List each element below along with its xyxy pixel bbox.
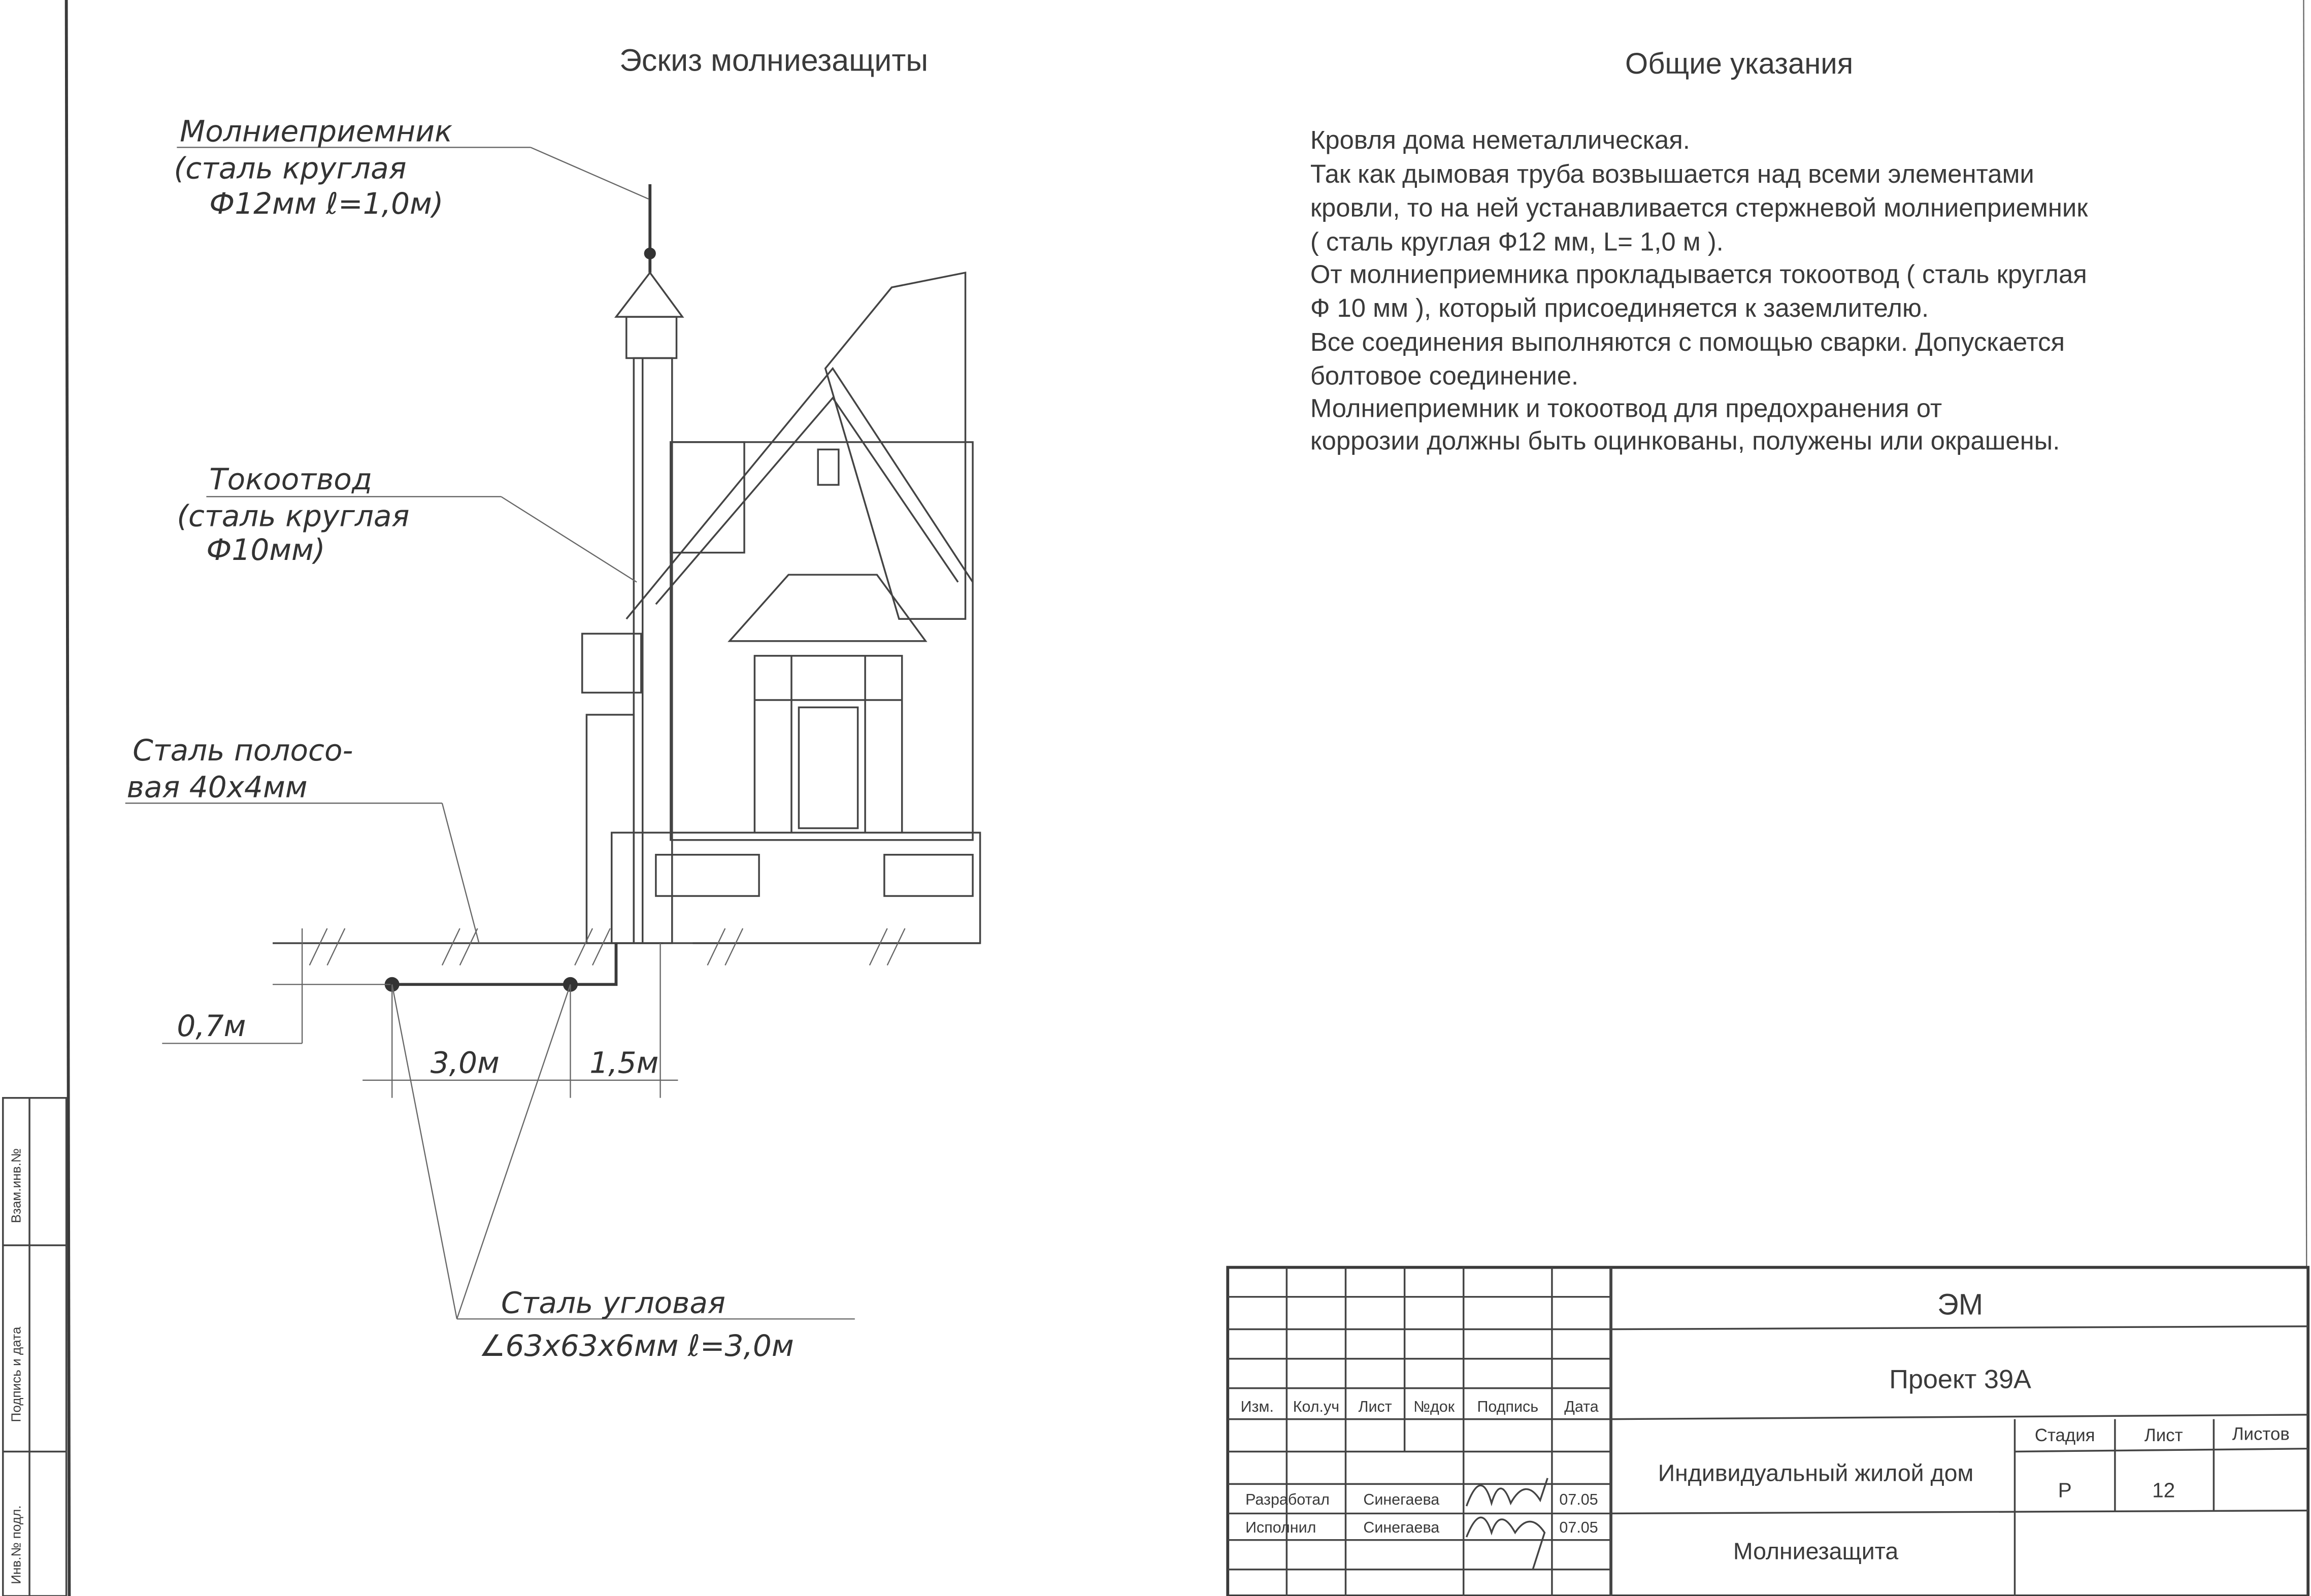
sheets-label: Листов <box>2232 1424 2290 1444</box>
label-strip-steel-size: вая 40х4мм <box>127 770 308 805</box>
label-down-conductor: Токоотвод <box>209 462 372 496</box>
side-stamp-replacement: Взам.инв.№ <box>9 1148 24 1223</box>
date-executed: 07.05 <box>1559 1519 1598 1536</box>
sheet-label: Лист <box>2144 1425 2183 1445</box>
ground-strip <box>390 943 618 986</box>
side-stamp-inventory: Инв.№ подл. <box>9 1505 24 1584</box>
sketch-title: Эскиз молниезащиты <box>619 43 928 77</box>
chimney-cap <box>614 271 684 318</box>
grounding-system <box>125 147 980 1320</box>
note-line: болтовое соединение. <box>1310 361 1578 390</box>
note-line: Все соединения выполняются с помощью сва… <box>1310 327 2065 356</box>
notes-title: Общие указания <box>1625 47 1853 80</box>
name-developed: Синегаева <box>1363 1491 1439 1508</box>
stage-label: Стадия <box>2035 1425 2095 1445</box>
label-angle-steel: Сталь угловая <box>501 1286 725 1320</box>
label-air-terminal: Молниеприемник <box>180 114 452 149</box>
project-name: Проект 39А <box>1889 1365 2031 1394</box>
name-executed: Синегаева <box>1363 1519 1439 1536</box>
note-line: кровли, то на ней устанавливается стержн… <box>1310 193 2088 222</box>
rod-joint <box>644 247 656 259</box>
label-air-terminal-material: (сталь круглая <box>174 151 407 185</box>
label-air-terminal-size: Ф12мм ℓ=1,0м) <box>209 186 443 221</box>
side-stamp-signature-date: Подпись и дата <box>9 1326 24 1422</box>
header-doc-no: №док <box>1413 1398 1455 1415</box>
sheet-number: 12 <box>2152 1478 2175 1502</box>
signature <box>1465 1516 1546 1570</box>
sketch-labels: Молниеприемник (сталь круглая Ф12мм ℓ=1,… <box>127 114 794 1363</box>
stage-value: Р <box>2058 1478 2072 1502</box>
role-developed: Разработал <box>1245 1491 1330 1508</box>
note-line: Ф 10 мм ), который присоединяется к зазе… <box>1310 293 1929 322</box>
header-count: Кол.уч <box>1293 1398 1339 1415</box>
note-line: ( сталь круглая Ф12 мм, L= 1,0 м ). <box>1310 227 1724 256</box>
note-line: коррозии должны быть оцинкованы, полужен… <box>1310 426 2060 455</box>
label-down-conductor-material: (сталь круглая <box>177 498 409 533</box>
header-date: Дата <box>1564 1398 1599 1415</box>
header-sheet: Лист <box>1358 1398 1392 1415</box>
label-angle-steel-size: ∠63х63х6мм ℓ=3,0м <box>479 1328 794 1363</box>
label-down-conductor-size: Ф10мм) <box>206 533 325 567</box>
label-strip-steel: Сталь полосо- <box>133 733 353 768</box>
note-line: От молниеприемника прокладывается токоот… <box>1310 259 2087 288</box>
header-signature: Подпись <box>1477 1398 1539 1415</box>
frame-left-border <box>64 0 71 1596</box>
document-code: ЭМ <box>1937 1288 1983 1321</box>
header-change: Изм. <box>1241 1398 1274 1415</box>
note-line: Молниеприемник и токоотвод для предохран… <box>1310 394 1942 423</box>
general-notes: Кровля дома неметаллическая. Так как дым… <box>1310 125 2088 455</box>
note-line: Кровля дома неметаллическая. <box>1310 125 1690 154</box>
date-developed: 07.05 <box>1559 1491 1598 1508</box>
object-name: Индивидуальный жилой дом <box>1658 1460 1974 1486</box>
dimension-spacing: 3,0м <box>431 1045 500 1080</box>
bay-window <box>753 655 903 834</box>
dimension-offset: 1,5м <box>589 1045 658 1080</box>
dimension-depth: 0,7м <box>177 1009 246 1043</box>
title-block: ЭМ Проект 39А Индивидуальный жилой дом М… <box>1226 1266 2310 1596</box>
house-elevation-sketch <box>581 184 981 944</box>
signature <box>1465 1478 1548 1507</box>
side-stamp: Взам.инв.№ Подпись и дата Инв.№ подл. <box>2 1097 68 1596</box>
sheet-title: Молниезащита <box>1733 1538 1899 1564</box>
note-line: Так как дымовая труба возвышается над вс… <box>1310 159 2034 188</box>
frame-right-border <box>2303 0 2307 1268</box>
role-executed: Исполнил <box>1245 1519 1316 1536</box>
